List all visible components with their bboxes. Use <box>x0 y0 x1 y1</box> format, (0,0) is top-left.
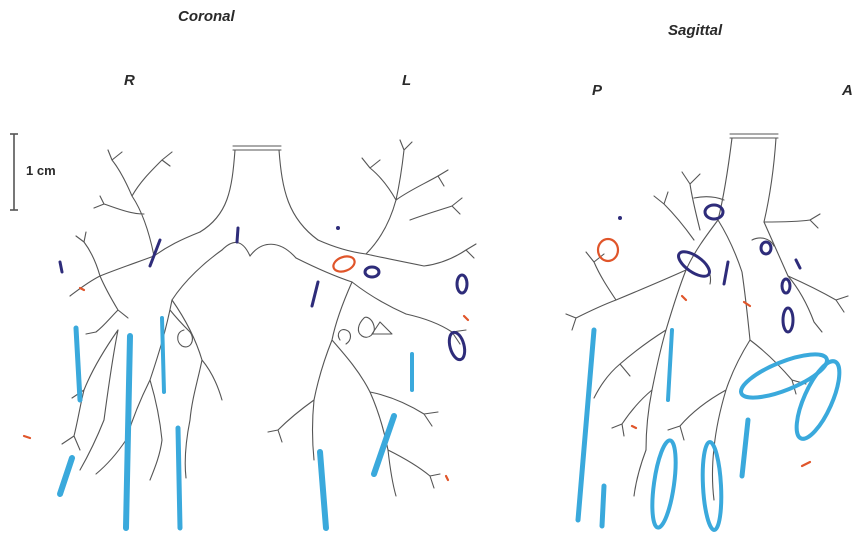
coronal-blue-mark <box>76 328 80 400</box>
sagittal-blue-mark <box>602 486 604 526</box>
sagittal-red-mark <box>632 426 636 428</box>
coronal-blue-mark <box>320 452 326 528</box>
coronal-blue-mark <box>60 458 72 494</box>
sagittal-trachea <box>718 134 778 222</box>
coronal-navy-mark <box>60 262 62 272</box>
sagittal-blue-mark <box>668 330 672 400</box>
red-marks <box>24 239 810 480</box>
coronal-navy-mark <box>312 282 318 306</box>
coronal-blue-mark <box>126 336 130 528</box>
coronal-red-ellipse <box>331 254 356 275</box>
coronal-navy-ellipse <box>365 267 379 277</box>
sagittal-navy-mark <box>796 260 800 268</box>
coronal-blue-mark <box>178 428 180 528</box>
sagittal-blue-ellipse <box>648 439 680 529</box>
sagittal-navy-ellipse <box>783 308 793 332</box>
sagittal-red-mark <box>682 296 686 300</box>
coronal-red-mark <box>464 316 468 320</box>
coronal-red-mark <box>80 288 84 290</box>
sagittal-navy-ellipse <box>761 242 771 254</box>
sagittal-blue-mark <box>742 420 748 476</box>
coronal-right-bronchus <box>70 150 222 380</box>
coronal-navy-ellipse <box>447 331 468 362</box>
sagittal-navy-ellipse <box>675 247 714 281</box>
dark-blue-marks <box>60 205 800 361</box>
coronal-red-mark <box>446 476 448 480</box>
coronal-red-mark <box>24 436 30 438</box>
coronal-navy-mark <box>237 228 238 242</box>
sagittal-red-mark <box>802 462 810 466</box>
sagittal-navy-mark <box>724 262 728 284</box>
sagittal-blue-ellipse <box>788 356 848 444</box>
sagittal-blue-ellipse <box>701 442 724 531</box>
sagittal-blue-mark <box>578 330 594 520</box>
light-blue-marks <box>60 318 848 530</box>
coronal-trachea <box>200 146 318 240</box>
sagittal-red-ellipse <box>598 239 618 261</box>
scale-bar <box>10 134 18 210</box>
coronal-left-bronchus <box>296 140 476 282</box>
coronal-blue-mark <box>162 318 164 392</box>
sagittal-red-mark <box>744 302 750 306</box>
coronal-navy-ellipse <box>457 275 467 293</box>
coronal-airway-tree <box>62 140 476 496</box>
sagittal-navy-ellipse <box>782 279 790 293</box>
coronal-blue-mark <box>374 416 394 474</box>
